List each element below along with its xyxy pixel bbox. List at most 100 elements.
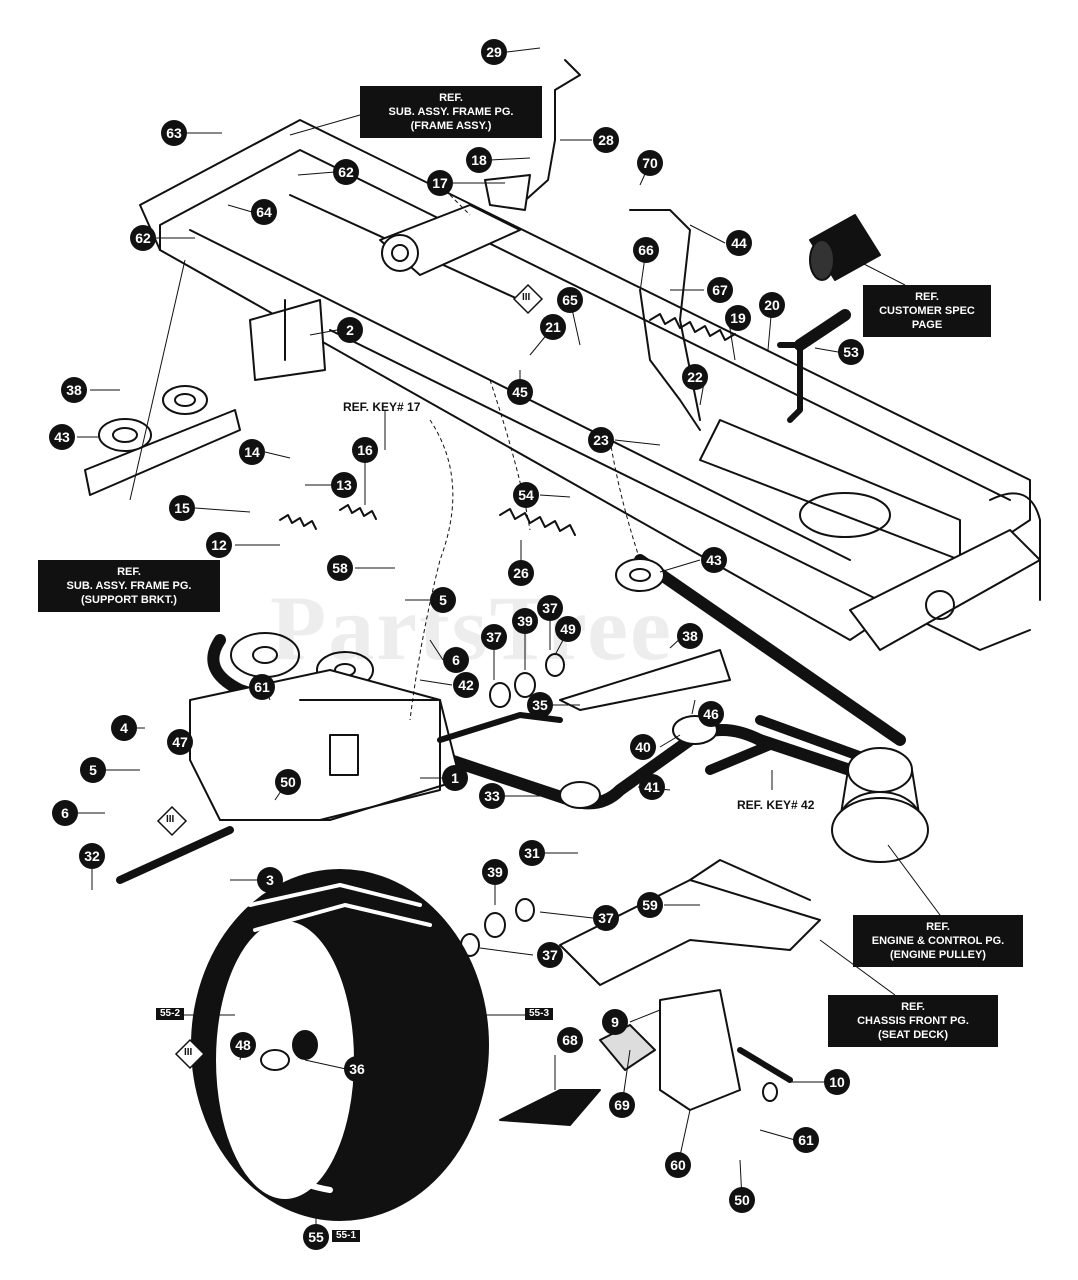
callout-38[interactable]: 38 [61, 377, 87, 403]
ref-line: REF. [439, 92, 463, 104]
callout-28[interactable]: 28 [593, 127, 619, 153]
callout-69[interactable]: 69 [609, 1092, 635, 1118]
subpart-tag-55-2: 55-2 [156, 1008, 185, 1020]
callout-33[interactable]: 33 [479, 783, 505, 809]
callout-39[interactable]: 39 [512, 608, 538, 634]
callout-53[interactable]: 53 [838, 339, 864, 365]
callout-46[interactable]: 46 [698, 701, 724, 727]
ref-line: ENGINE & CONTROL PG. [871, 935, 1005, 947]
callout-37[interactable]: 37 [537, 942, 563, 968]
callout-16[interactable]: 16 [352, 437, 378, 463]
callout-62[interactable]: 62 [333, 159, 359, 185]
subpart-tag-55-3: 55-3 [525, 1008, 554, 1020]
callout-15[interactable]: 15 [169, 495, 195, 521]
ref-customer-spec[interactable]: REF. CUSTOMER SPEC PAGE [863, 285, 991, 337]
ref-line: REF. [926, 921, 950, 933]
callout-37[interactable]: 37 [537, 595, 563, 621]
callout-36[interactable]: 36 [344, 1056, 370, 1082]
callout-44[interactable]: 44 [726, 230, 752, 256]
callout-3[interactable]: 3 [257, 867, 283, 893]
callout-5[interactable]: 5 [430, 587, 456, 613]
ref-line: REF. [915, 291, 939, 303]
callout-4[interactable]: 4 [111, 715, 137, 741]
direction-markers [156, 283, 544, 1070]
callout-14[interactable]: 14 [239, 439, 265, 465]
callout-58[interactable]: 58 [327, 555, 353, 581]
ref-key-17[interactable]: REF. KEY# 17 [343, 400, 421, 414]
callout-31[interactable]: 31 [519, 840, 545, 866]
callout-21[interactable]: 21 [540, 314, 566, 340]
callout-64[interactable]: 64 [251, 199, 277, 225]
ref-line: CHASSIS FRONT PG. [857, 1015, 969, 1027]
callout-37[interactable]: 37 [481, 624, 507, 650]
callout-61[interactable]: 61 [793, 1127, 819, 1153]
callout-1[interactable]: 1 [442, 765, 468, 791]
callout-39[interactable]: 39 [482, 859, 508, 885]
main-frame [139, 119, 1041, 651]
callout-38[interactable]: 38 [677, 623, 703, 649]
callout-70[interactable]: 70 [637, 150, 663, 176]
ref-frame-assy[interactable]: REF. SUB. ASSY. FRAME PG. (FRAME ASSY.) [360, 86, 542, 138]
callout-66[interactable]: 66 [633, 237, 659, 263]
callout-47[interactable]: 47 [167, 729, 193, 755]
callout-42[interactable]: 42 [453, 672, 479, 698]
ref-line: CUSTOMER SPEC [879, 305, 975, 317]
callout-62[interactable]: 62 [130, 225, 156, 251]
callout-61[interactable]: 61 [249, 674, 275, 700]
ref-engine-pulley[interactable]: REF. ENGINE & CONTROL PG. (ENGINE PULLEY… [853, 915, 1023, 967]
ref-line: REF. [901, 1001, 925, 1013]
subpart-tag-55-1: 55-1 [332, 1230, 361, 1242]
callout-43[interactable]: 43 [49, 424, 75, 450]
callout-43[interactable]: 43 [701, 547, 727, 573]
ref-line: (ENGINE PULLEY) [890, 949, 986, 961]
engine-pulley [831, 747, 929, 863]
callout-60[interactable]: 60 [665, 1152, 691, 1178]
callout-20[interactable]: 20 [759, 292, 785, 318]
callout-41[interactable]: 41 [639, 774, 665, 800]
callout-59[interactable]: 59 [637, 892, 663, 918]
callout-2[interactable]: 2 [337, 317, 363, 343]
ref-support-brkt[interactable]: REF. SUB. ASSY. FRAME PG. (SUPPORT BRKT.… [38, 560, 220, 612]
callout-22[interactable]: 22 [682, 364, 708, 390]
ref-key-42[interactable]: REF. KEY# 42 [737, 798, 815, 812]
callout-19[interactable]: 19 [725, 305, 751, 331]
callout-18[interactable]: 18 [466, 147, 492, 173]
callout-13[interactable]: 13 [331, 472, 357, 498]
callout-55[interactable]: 55 [303, 1224, 329, 1250]
callout-23[interactable]: 23 [588, 427, 614, 453]
callout-48[interactable]: 48 [230, 1032, 256, 1058]
callout-50[interactable]: 50 [275, 769, 301, 795]
callout-10[interactable]: 10 [824, 1069, 850, 1095]
callout-6[interactable]: 6 [52, 800, 78, 826]
ref-line: (FRAME ASSY.) [410, 120, 492, 132]
callout-6[interactable]: 6 [443, 647, 469, 673]
callout-35[interactable]: 35 [527, 692, 553, 718]
callout-68[interactable]: 68 [557, 1027, 583, 1053]
callout-26[interactable]: 26 [508, 560, 534, 586]
ref-line: SUB. ASSY. FRAME PG. [388, 106, 514, 118]
callout-32[interactable]: 32 [79, 843, 105, 869]
callout-12[interactable]: 12 [206, 532, 232, 558]
callout-45[interactable]: 45 [507, 379, 533, 405]
direction-mark-label: III [522, 292, 531, 303]
callout-54[interactable]: 54 [513, 482, 539, 508]
ref-seat-deck[interactable]: REF. CHASSIS FRONT PG. (SEAT DECK) [828, 995, 998, 1047]
callout-37[interactable]: 37 [593, 905, 619, 931]
callout-49[interactable]: 49 [555, 616, 581, 642]
ref-line: REF. [117, 566, 141, 578]
ref-line: SUB. ASSY. FRAME PG. [66, 580, 192, 592]
ref-line: (SEAT DECK) [877, 1029, 949, 1041]
callout-29[interactable]: 29 [481, 39, 507, 65]
callout-17[interactable]: 17 [427, 170, 453, 196]
callout-40[interactable]: 40 [630, 734, 656, 760]
callout-67[interactable]: 67 [707, 277, 733, 303]
callout-9[interactable]: 9 [602, 1009, 628, 1035]
direction-mark-label: III [184, 1047, 193, 1058]
callout-5[interactable]: 5 [80, 757, 106, 783]
callout-63[interactable]: 63 [161, 120, 187, 146]
callout-50[interactable]: 50 [729, 1187, 755, 1213]
callout-65[interactable]: 65 [557, 287, 583, 313]
transaxle [116, 669, 563, 884]
direction-mark-label: III [166, 814, 175, 825]
